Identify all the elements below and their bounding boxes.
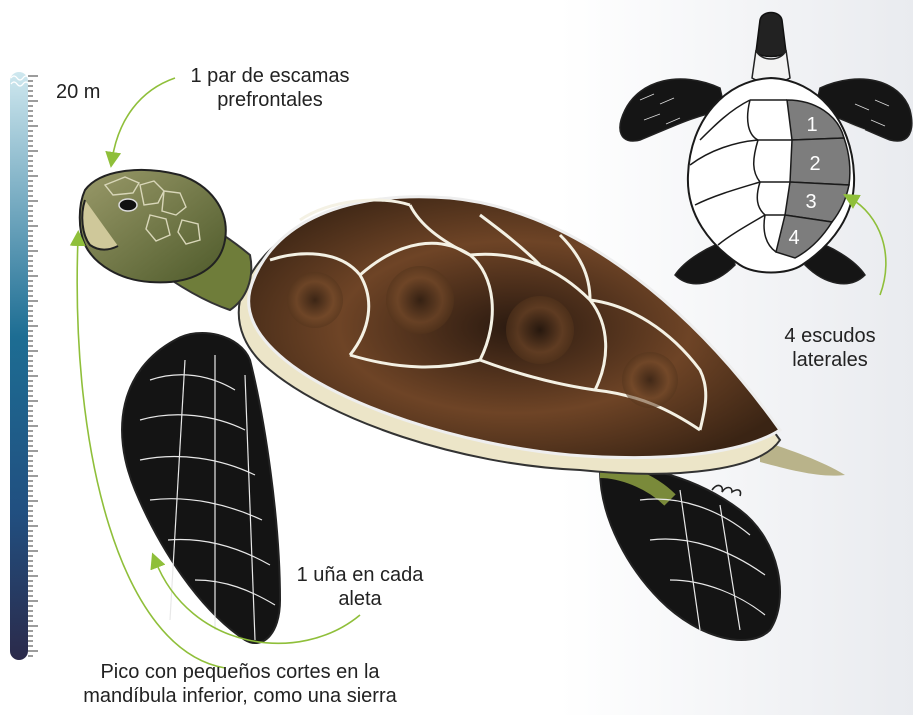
prefrontal-scales-label: 1 par de escamas prefrontales — [160, 64, 380, 112]
depth-scale-label: 20 m — [56, 80, 100, 104]
lateral-scutes-label: 4 escudos laterales — [760, 324, 900, 372]
front-flipper — [122, 333, 280, 643]
depth-ruler — [10, 72, 38, 660]
ruler-bar — [10, 72, 28, 660]
prefrontal-label-line-1: 1 par de escamas — [160, 64, 380, 88]
lateral-label-line-2: laterales — [760, 348, 900, 372]
beak-label: Pico con pequeños cortes en la mandíbula… — [30, 660, 450, 708]
beak-label-line-2: mandíbula inferior, como una sierra — [30, 684, 450, 708]
claw-label: 1 uña en cada aleta — [260, 563, 460, 611]
topview-head — [756, 13, 786, 57]
eye — [119, 199, 137, 211]
scute-number-3: 3 — [805, 191, 816, 213]
scute-number-2: 2 — [809, 153, 820, 175]
lateral-label-line-1: 4 escudos — [760, 324, 900, 348]
claw-label-line-1: 1 uña en cada — [260, 563, 460, 587]
beak-label-line-1: Pico con pequeños cortes en la — [30, 660, 450, 684]
prefrontal-label-line-2: prefrontales — [160, 88, 380, 112]
scute-number-1: 1 — [806, 114, 817, 136]
claw-label-line-2: aleta — [260, 587, 460, 611]
scute-number-4: 4 — [788, 227, 799, 249]
ruler-ticks — [28, 76, 38, 656]
